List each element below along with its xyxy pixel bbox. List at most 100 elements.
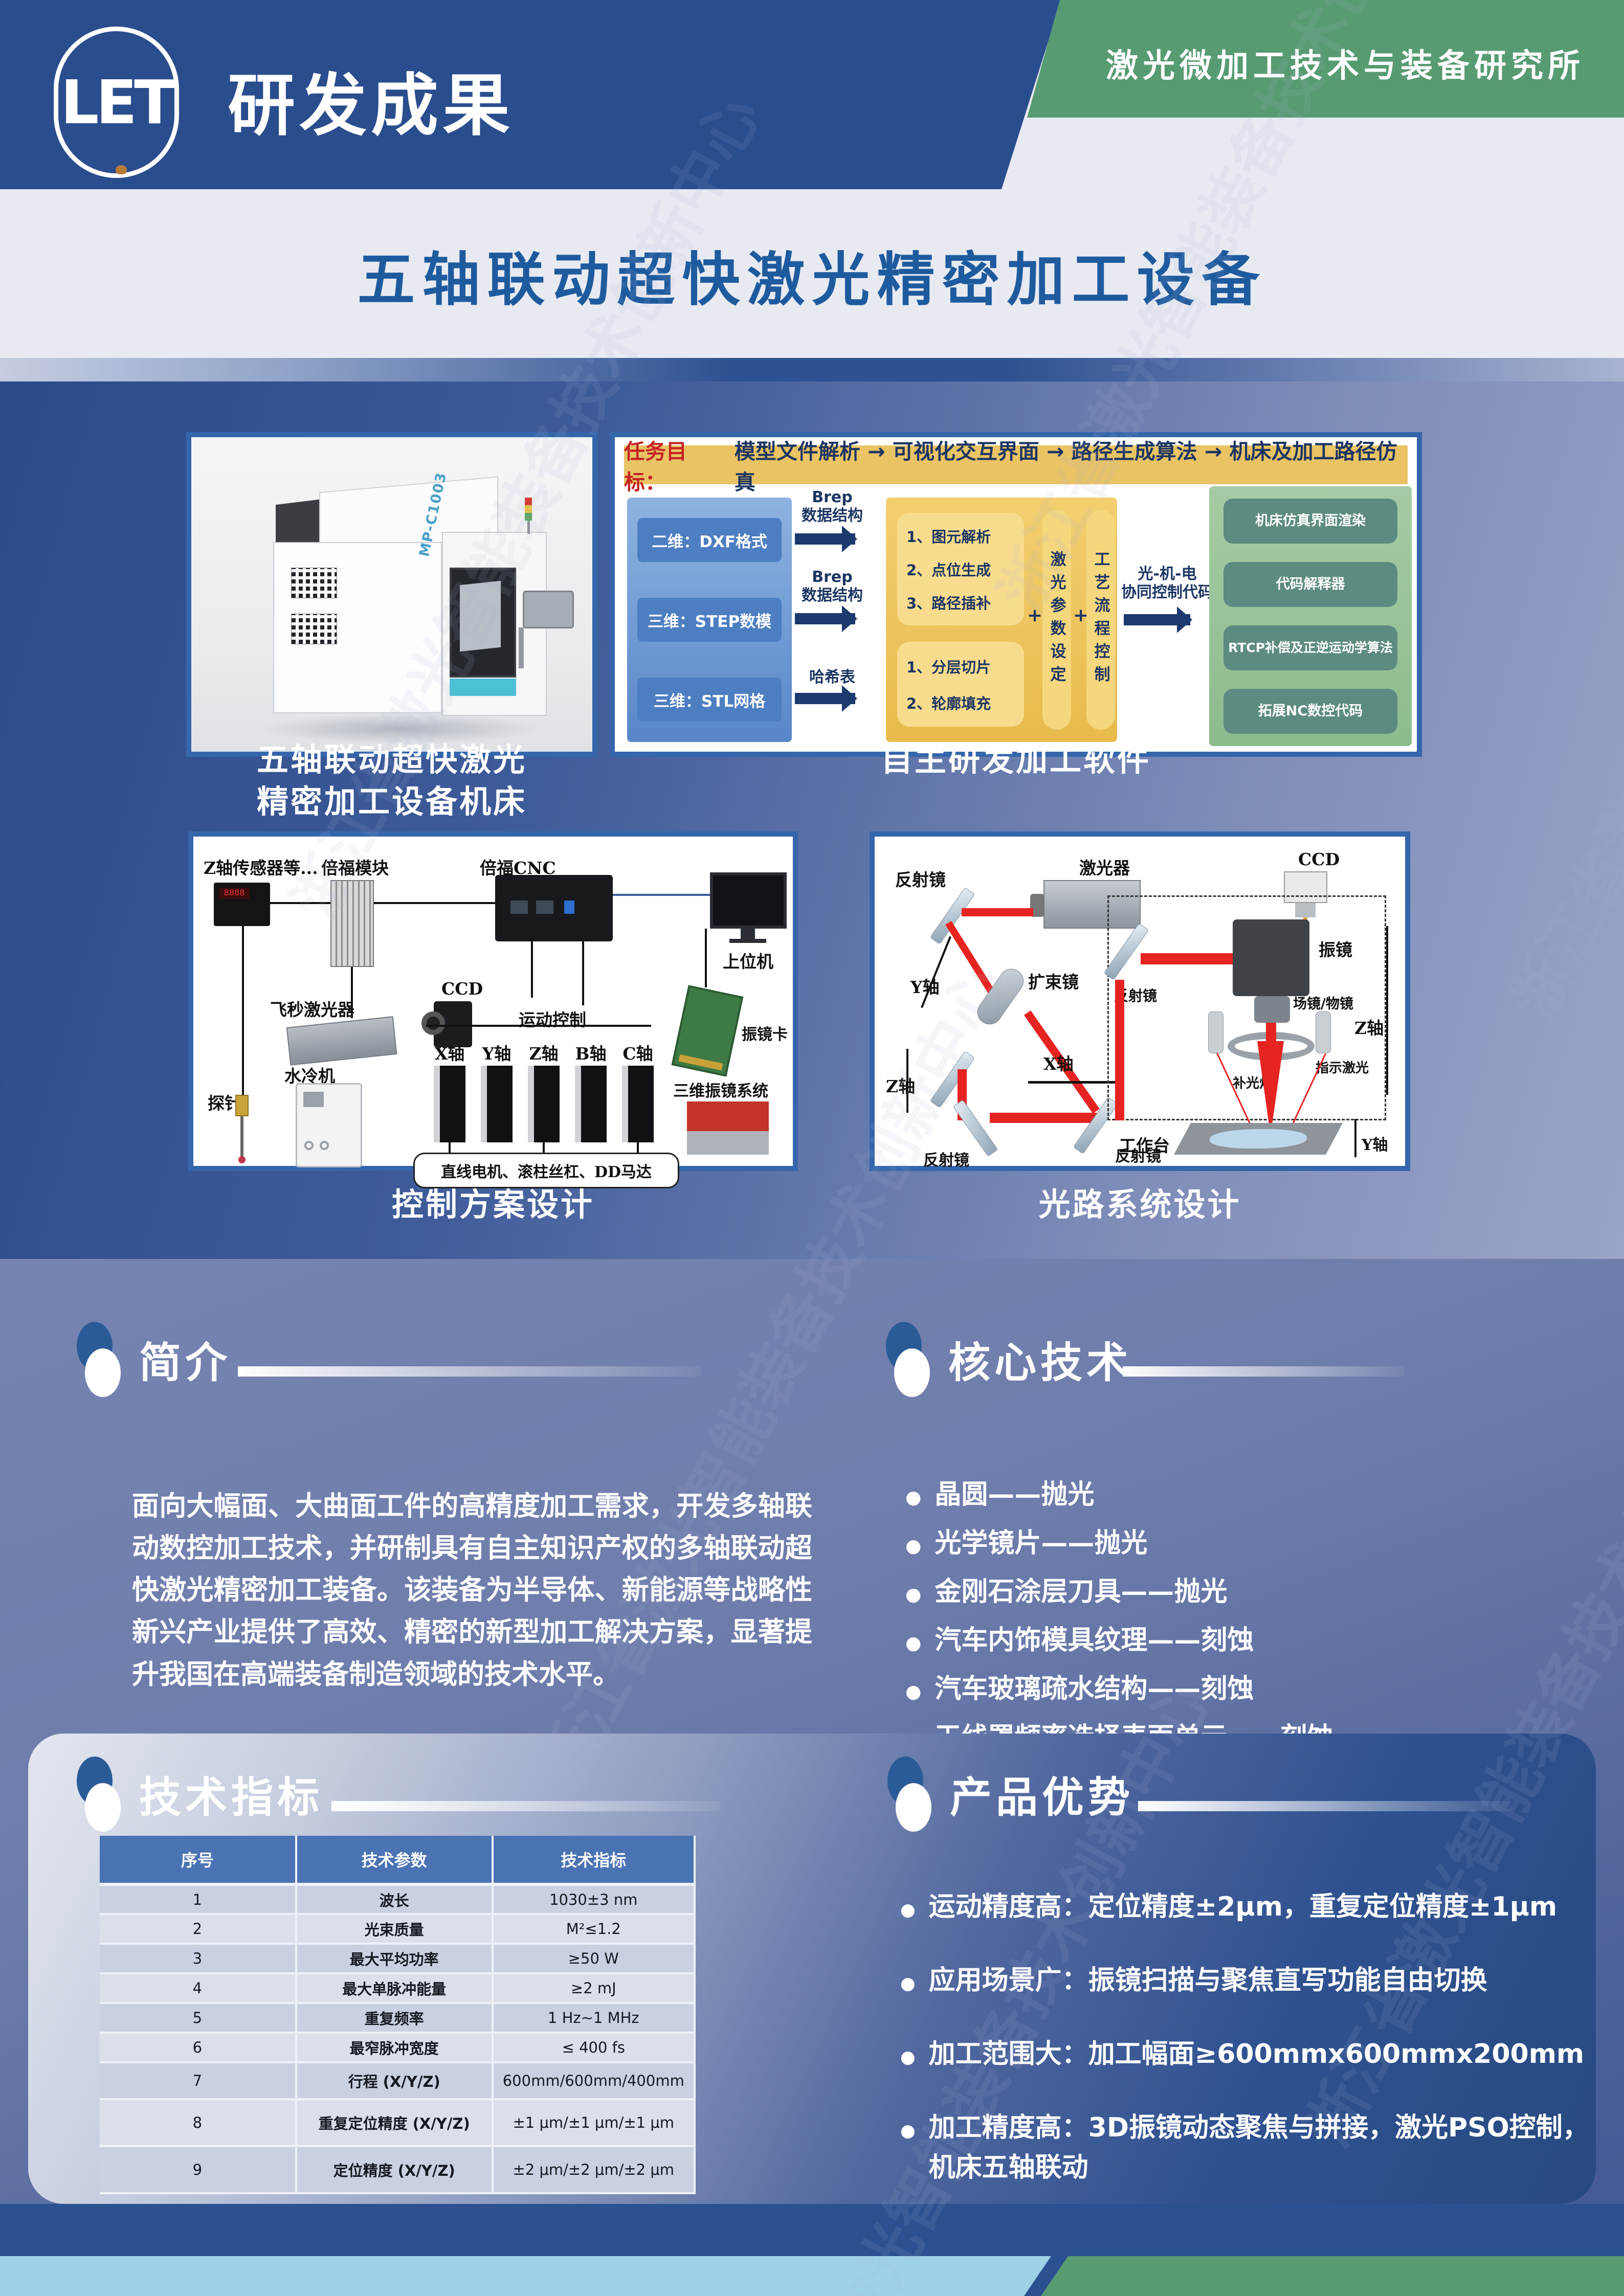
process-column: 1、图元解析 2、点位生成 3、路径插补 1、分层切片 2、轮廓填充 + 激光参… bbox=[886, 498, 1117, 742]
monitor-base bbox=[729, 939, 766, 943]
laser-label: 激光器 bbox=[1079, 858, 1130, 878]
core-tech-heading-line bbox=[1123, 1366, 1404, 1377]
list-item-text: 汽车玻璃疏水结构——刻蚀 bbox=[935, 1674, 1254, 1704]
process-bottom-box: 1、分层切片 2、轮廓填充 bbox=[897, 642, 1024, 727]
list-item-text: 光学镜片——抛光 bbox=[935, 1528, 1148, 1559]
poster-title: 五轴联动超快激光精密加工设备 bbox=[357, 246, 1267, 313]
bullet-circle-white bbox=[894, 1348, 930, 1397]
section-bullet-icon bbox=[886, 1322, 935, 1397]
chiller-panel bbox=[303, 1092, 324, 1107]
figure-software-panel: 任务目标： 模型文件解析 → 可视化交互界面 → 路径生成算法 → 机床及加工路… bbox=[610, 432, 1422, 757]
cell-no: 1 bbox=[100, 1884, 297, 1915]
bullet-dot-icon: ● bbox=[905, 1681, 922, 1702]
machine-monitor-arm bbox=[519, 627, 524, 668]
z-axis-arrow bbox=[906, 1049, 908, 1113]
cell-param: 最大单脉冲能量 bbox=[296, 1973, 494, 2004]
wire bbox=[242, 926, 244, 1095]
objective-barrel bbox=[1254, 996, 1290, 1023]
servo-drive-icon bbox=[622, 1066, 654, 1142]
chiller-gauge bbox=[320, 1141, 329, 1150]
machine-shadow bbox=[258, 713, 544, 744]
sensor-display: 8888 bbox=[219, 888, 250, 899]
laser-icon bbox=[1043, 880, 1141, 929]
signal-tower-icon bbox=[525, 498, 532, 521]
bullet-dot-icon: ● bbox=[900, 1900, 916, 1920]
cell-value: ≤ 400 fs bbox=[492, 2033, 696, 2063]
motor-box: 直线电机、滚柱丝杠、DD马达 bbox=[413, 1153, 679, 1188]
bullet-dot-icon: ● bbox=[900, 1973, 916, 1994]
cell-no: 9 bbox=[100, 2146, 297, 2194]
y-axis-label: Y轴 bbox=[910, 977, 940, 997]
bullet-circle-white bbox=[85, 1348, 121, 1397]
table-header-row: 序号 技术参数 技术指标 bbox=[100, 1836, 696, 1886]
cell-value: ±2 μm/±2 μm/±2 μm bbox=[492, 2146, 696, 2194]
worktable-label: 工作台 bbox=[1119, 1136, 1170, 1156]
optics-ccd-label: CCD bbox=[1298, 849, 1340, 869]
axis-label-y: Y轴 bbox=[482, 1044, 511, 1064]
section-bullet-icon bbox=[77, 1322, 126, 1397]
focus-cone bbox=[1257, 1041, 1284, 1136]
cell-param: 波长 bbox=[296, 1884, 494, 1915]
footer-lightblue-strip bbox=[0, 2256, 1051, 2296]
mirror-label: 反射镜 bbox=[1115, 1147, 1161, 1165]
beckhoff-module-icon bbox=[330, 880, 374, 967]
list-item: ●运动精度高：定位精度±2μm，重复定位精度±1μm bbox=[900, 1887, 1591, 1927]
z-axis-label-2: Z轴 bbox=[1354, 1018, 1384, 1038]
signal-green bbox=[525, 513, 532, 521]
machine-accent-strip bbox=[450, 679, 516, 696]
galvo-system-label: 三维振镜系统 bbox=[673, 1082, 768, 1100]
bullet-dot-icon: ● bbox=[905, 1633, 922, 1654]
flow-arrow bbox=[795, 605, 857, 632]
section-bullet-icon bbox=[887, 1757, 937, 1832]
arrow-label-hash: 哈希表 bbox=[809, 668, 855, 686]
process-top-box: 1、图元解析 2、点位生成 3、路径插补 bbox=[897, 513, 1024, 625]
flow-arrow bbox=[795, 685, 857, 712]
cell-no: 5 bbox=[100, 2003, 297, 2034]
mirror-label: 反射镜 bbox=[923, 1152, 969, 1169]
cell-no: 8 bbox=[100, 2099, 297, 2147]
chiller-gauge bbox=[304, 1141, 314, 1150]
core-tech-heading: 核心技术 bbox=[948, 1339, 1133, 1387]
cell-value: M²≤1.2 bbox=[492, 1914, 696, 1945]
laser-param-strip: 激光参数设定 bbox=[1042, 510, 1071, 730]
header: LET 研发成果 激光微加工技术与装备研究所 bbox=[0, 0, 1624, 189]
list-item: ● 汽车玻璃疏水结构——刻蚀 bbox=[905, 1667, 1601, 1705]
process-step: 2、轮廓填充 bbox=[906, 694, 991, 712]
cell-no: 3 bbox=[100, 1944, 297, 1974]
cell-no: 2 bbox=[100, 1914, 297, 1945]
machine-monitor bbox=[523, 591, 574, 628]
cell-value: ≥2 mJ bbox=[492, 1973, 696, 2004]
cell-param: 最窄脉冲宽度 bbox=[296, 2033, 494, 2063]
output-box: 机床仿真界面渲染 bbox=[1223, 499, 1397, 544]
probe-tip bbox=[238, 1156, 246, 1163]
list-item-text: 汽车内饰模具纹理——刻蚀 bbox=[935, 1625, 1254, 1656]
advantages-heading: 产品优势 bbox=[950, 1773, 1134, 1822]
motion-bus bbox=[426, 1025, 651, 1027]
list-item: ● 光学镜片——抛光 bbox=[905, 1521, 1601, 1560]
plus-sign: + bbox=[1027, 605, 1043, 626]
servo-drive-icon bbox=[481, 1066, 513, 1142]
cell-no: 7 bbox=[100, 2062, 297, 2100]
flow-arrow bbox=[1124, 606, 1192, 633]
cell-param: 最大平均功率 bbox=[296, 1944, 494, 1974]
col-header-value: 技术指标 bbox=[492, 1836, 696, 1886]
institute-name: 激光微加工技术与装备研究所 bbox=[1106, 47, 1585, 84]
cnc-port bbox=[510, 901, 528, 914]
output-column: 机床仿真界面渲染 代码解释器 RTCP补偿及正逆运动学算法 拓展NC数控代码 bbox=[1209, 486, 1412, 746]
cell-value: ±1 μm/±1 μm/±1 μm bbox=[492, 2099, 696, 2147]
axis-label-z: Z轴 bbox=[529, 1044, 559, 1064]
signal-pole bbox=[527, 521, 530, 534]
list-item: ●应用场景广：振镜扫描与聚焦直写功能自由切换 bbox=[900, 1961, 1591, 2000]
bullet-dot-icon: ● bbox=[905, 1536, 922, 1557]
mirror-icon bbox=[929, 1050, 975, 1109]
col-header-param: 技术参数 bbox=[296, 1836, 494, 1886]
title-divider-bar bbox=[0, 358, 1624, 381]
cell-no: 4 bbox=[100, 1973, 297, 2004]
x-axis-arrow bbox=[1028, 1081, 1115, 1084]
